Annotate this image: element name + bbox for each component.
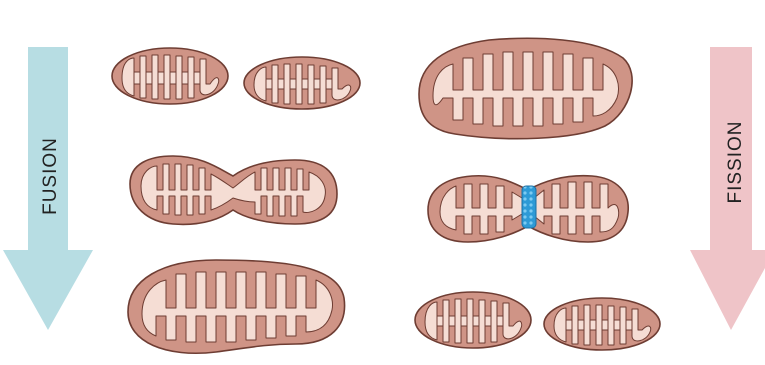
mitochondrion-icon <box>419 38 632 138</box>
mitochondrion-icon <box>428 176 628 242</box>
mitochondrion-icon <box>544 298 660 350</box>
mitochondrion-icon <box>130 156 337 224</box>
mitochondrion-icon <box>128 260 345 353</box>
fission-label: FISSION <box>725 120 746 203</box>
fusion-label: FUSION <box>40 137 61 215</box>
fusion-arrow: FUSION <box>3 47 93 330</box>
mitochondrion-icon <box>112 48 228 104</box>
mitochondrion-icon <box>415 292 531 348</box>
mitochondrion-icon <box>244 57 360 109</box>
drp1-ring-icon <box>522 186 536 228</box>
fission-arrow: FISSION <box>690 47 765 330</box>
